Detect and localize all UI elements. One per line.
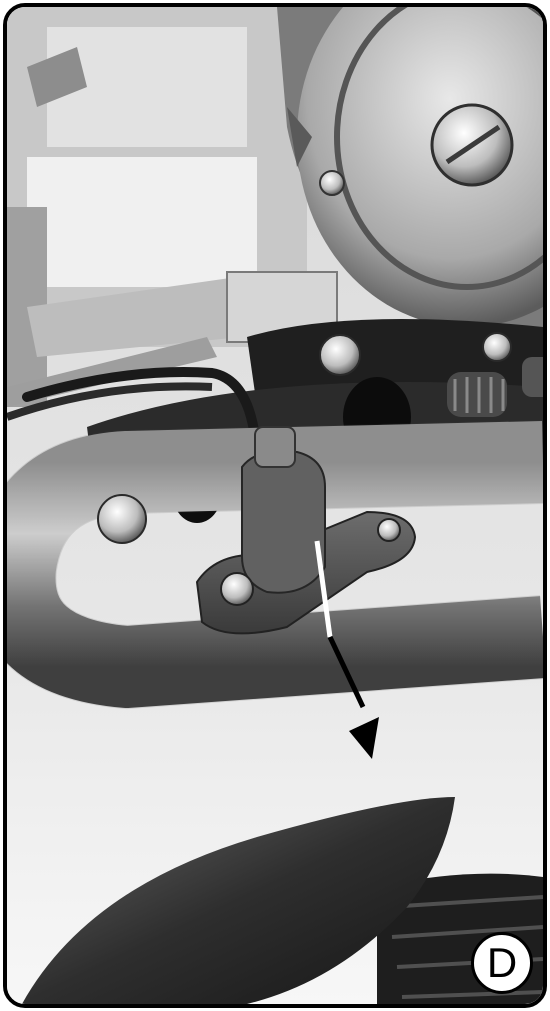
- sensor-bracket: [195, 426, 417, 635]
- panel-label-badge: D: [471, 932, 533, 994]
- sensor-wire: [22, 367, 260, 442]
- engine-cover: [277, 7, 543, 367]
- bolt-upper: [319, 334, 361, 376]
- engine-block: [7, 7, 338, 407]
- exhaust-pipe: [7, 420, 543, 710]
- photo-panel: D: [3, 3, 547, 1008]
- bolt-right: [482, 332, 512, 362]
- engine-photo: [7, 7, 543, 1004]
- muffler: [22, 797, 455, 1004]
- pointer-arrow: [314, 540, 379, 759]
- bolt-left: [97, 494, 147, 544]
